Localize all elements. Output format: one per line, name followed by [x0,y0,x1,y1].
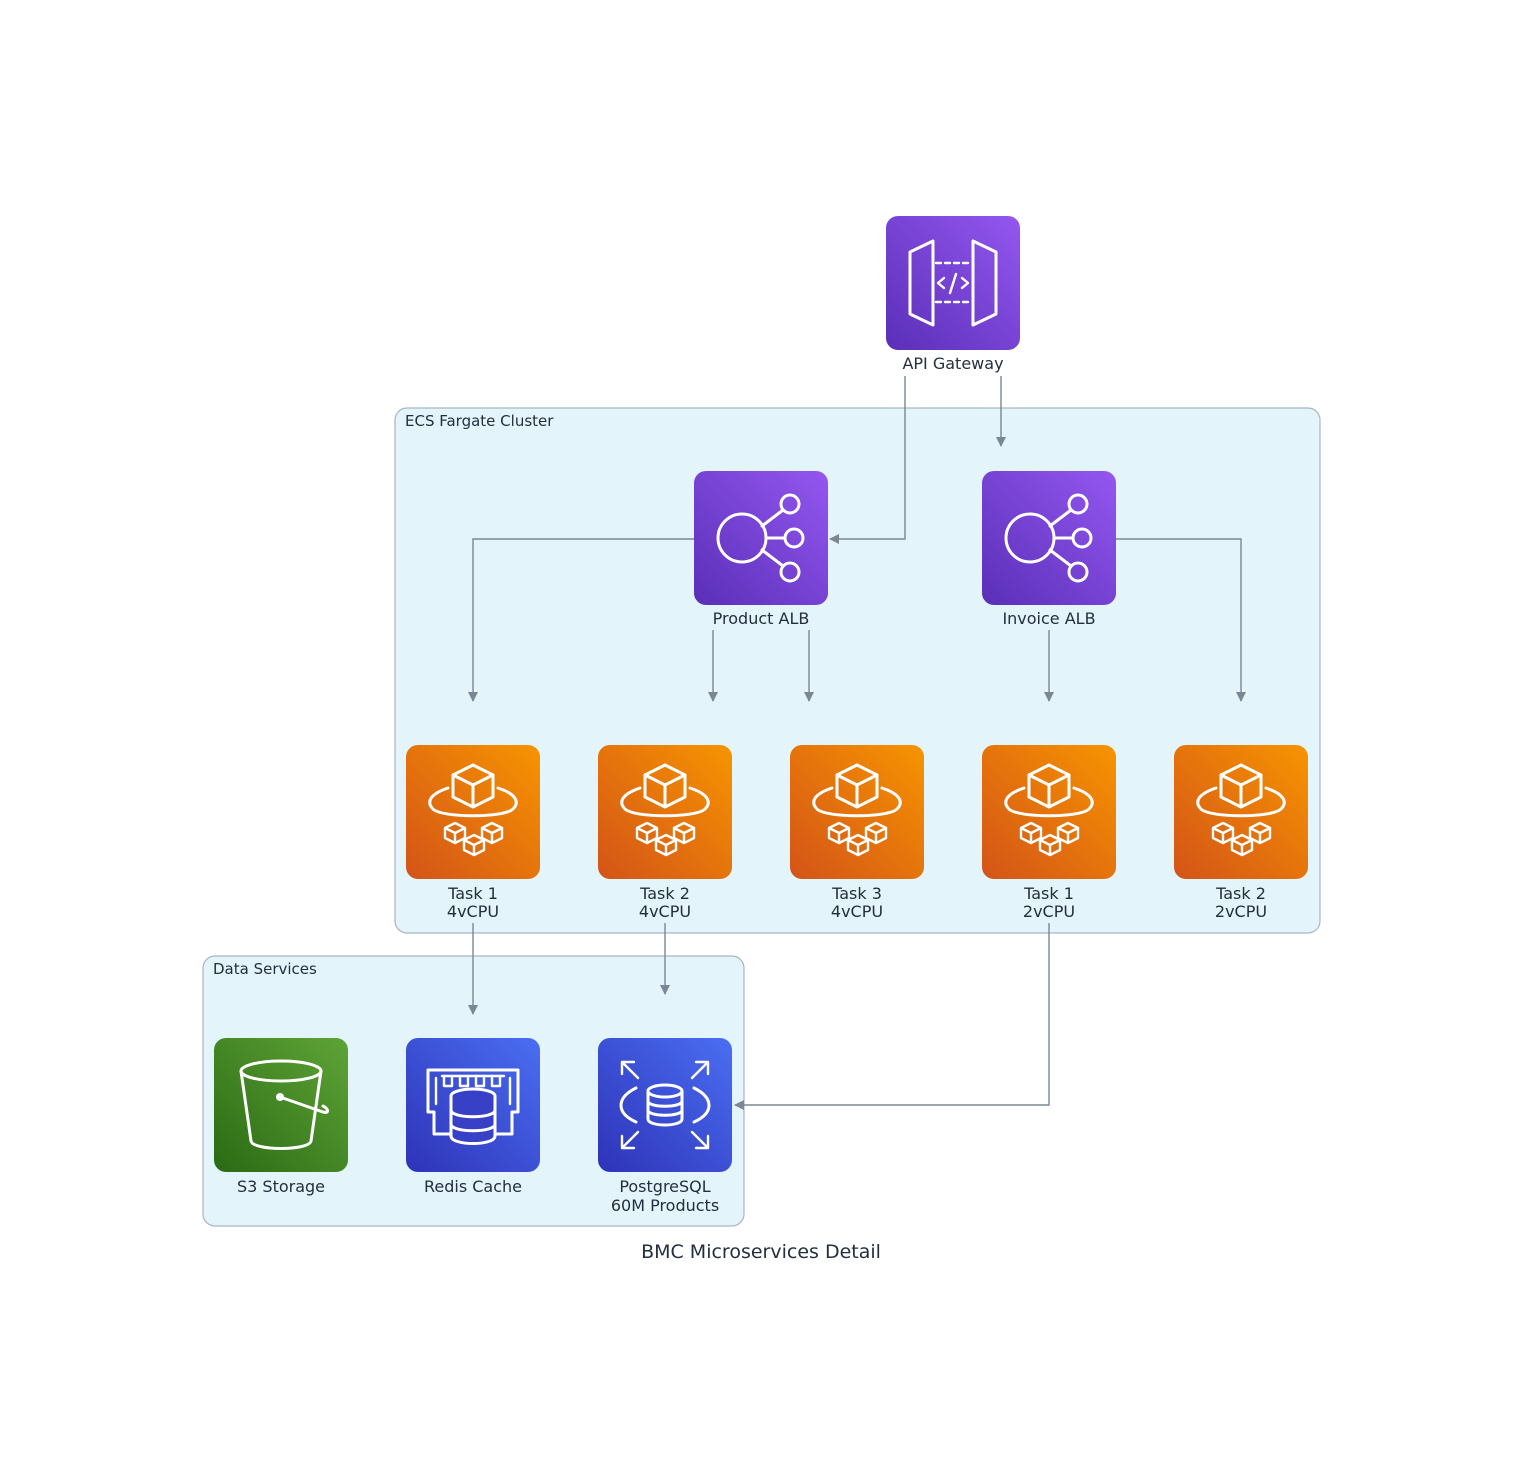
redis-cache-label: Redis Cache [424,1177,522,1196]
edge-invoice-alb-to-task-2 [1116,538,1246,702]
task-name-label: Task 2 [1215,884,1266,903]
invoice-alb-label: Invoice ALB [1002,609,1095,628]
product-alb-label: Product ALB [713,609,810,628]
task-cpu-label: 4vCPU [639,902,691,921]
s3-storage-label: S3 Storage [237,1177,325,1196]
product-alb-node[interactable]: Product ALB [694,471,828,628]
product-task-3-node[interactable]: Task 3 4vCPU [790,745,924,921]
ecs-fargate-cluster-label: ECS Fargate Cluster [405,412,554,430]
postgresql-name-label: PostgreSQL [619,1177,710,1196]
product-task-1-node[interactable]: Task 1 4vCPU [406,745,540,921]
edge-api-gateway-to-product-alb [829,376,906,544]
task-name-label: Task 1 [447,884,498,903]
data-services-label: Data Services [213,960,317,978]
product-task-2-node[interactable]: Task 2 4vCPU [598,745,732,921]
task-name-label: Task 3 [831,884,882,903]
invoice-task-1-node[interactable]: Task 1 2vCPU [982,745,1116,921]
postgresql-detail-label: 60M Products [611,1196,719,1215]
edge-invoice-task-1-to-postgresql [734,923,1050,1110]
diagram-title: BMC Microservices Detail [641,1241,881,1263]
invoice-task-2-node[interactable]: Task 2 2vCPU [1174,745,1308,921]
redis-cache-node[interactable]: Redis Cache [406,1038,540,1196]
task-cpu-label: 4vCPU [831,902,883,921]
api-gateway-node[interactable]: API Gateway [886,216,1020,373]
api-gateway-label: API Gateway [902,354,1003,373]
task-cpu-label: 4vCPU [447,902,499,921]
task-cpu-label: 2vCPU [1023,902,1075,921]
invoice-alb-node[interactable]: Invoice ALB [982,471,1116,628]
task-name-label: Task 2 [639,884,690,903]
task-cpu-label: 2vCPU [1215,902,1267,921]
edge-product-alb-to-task-1 [468,538,694,702]
task-name-label: Task 1 [1023,884,1074,903]
postgresql-node[interactable]: PostgreSQL 60M Products [598,1038,732,1215]
s3-storage-node[interactable]: S3 Storage [214,1038,348,1196]
edges [468,376,1246,1110]
